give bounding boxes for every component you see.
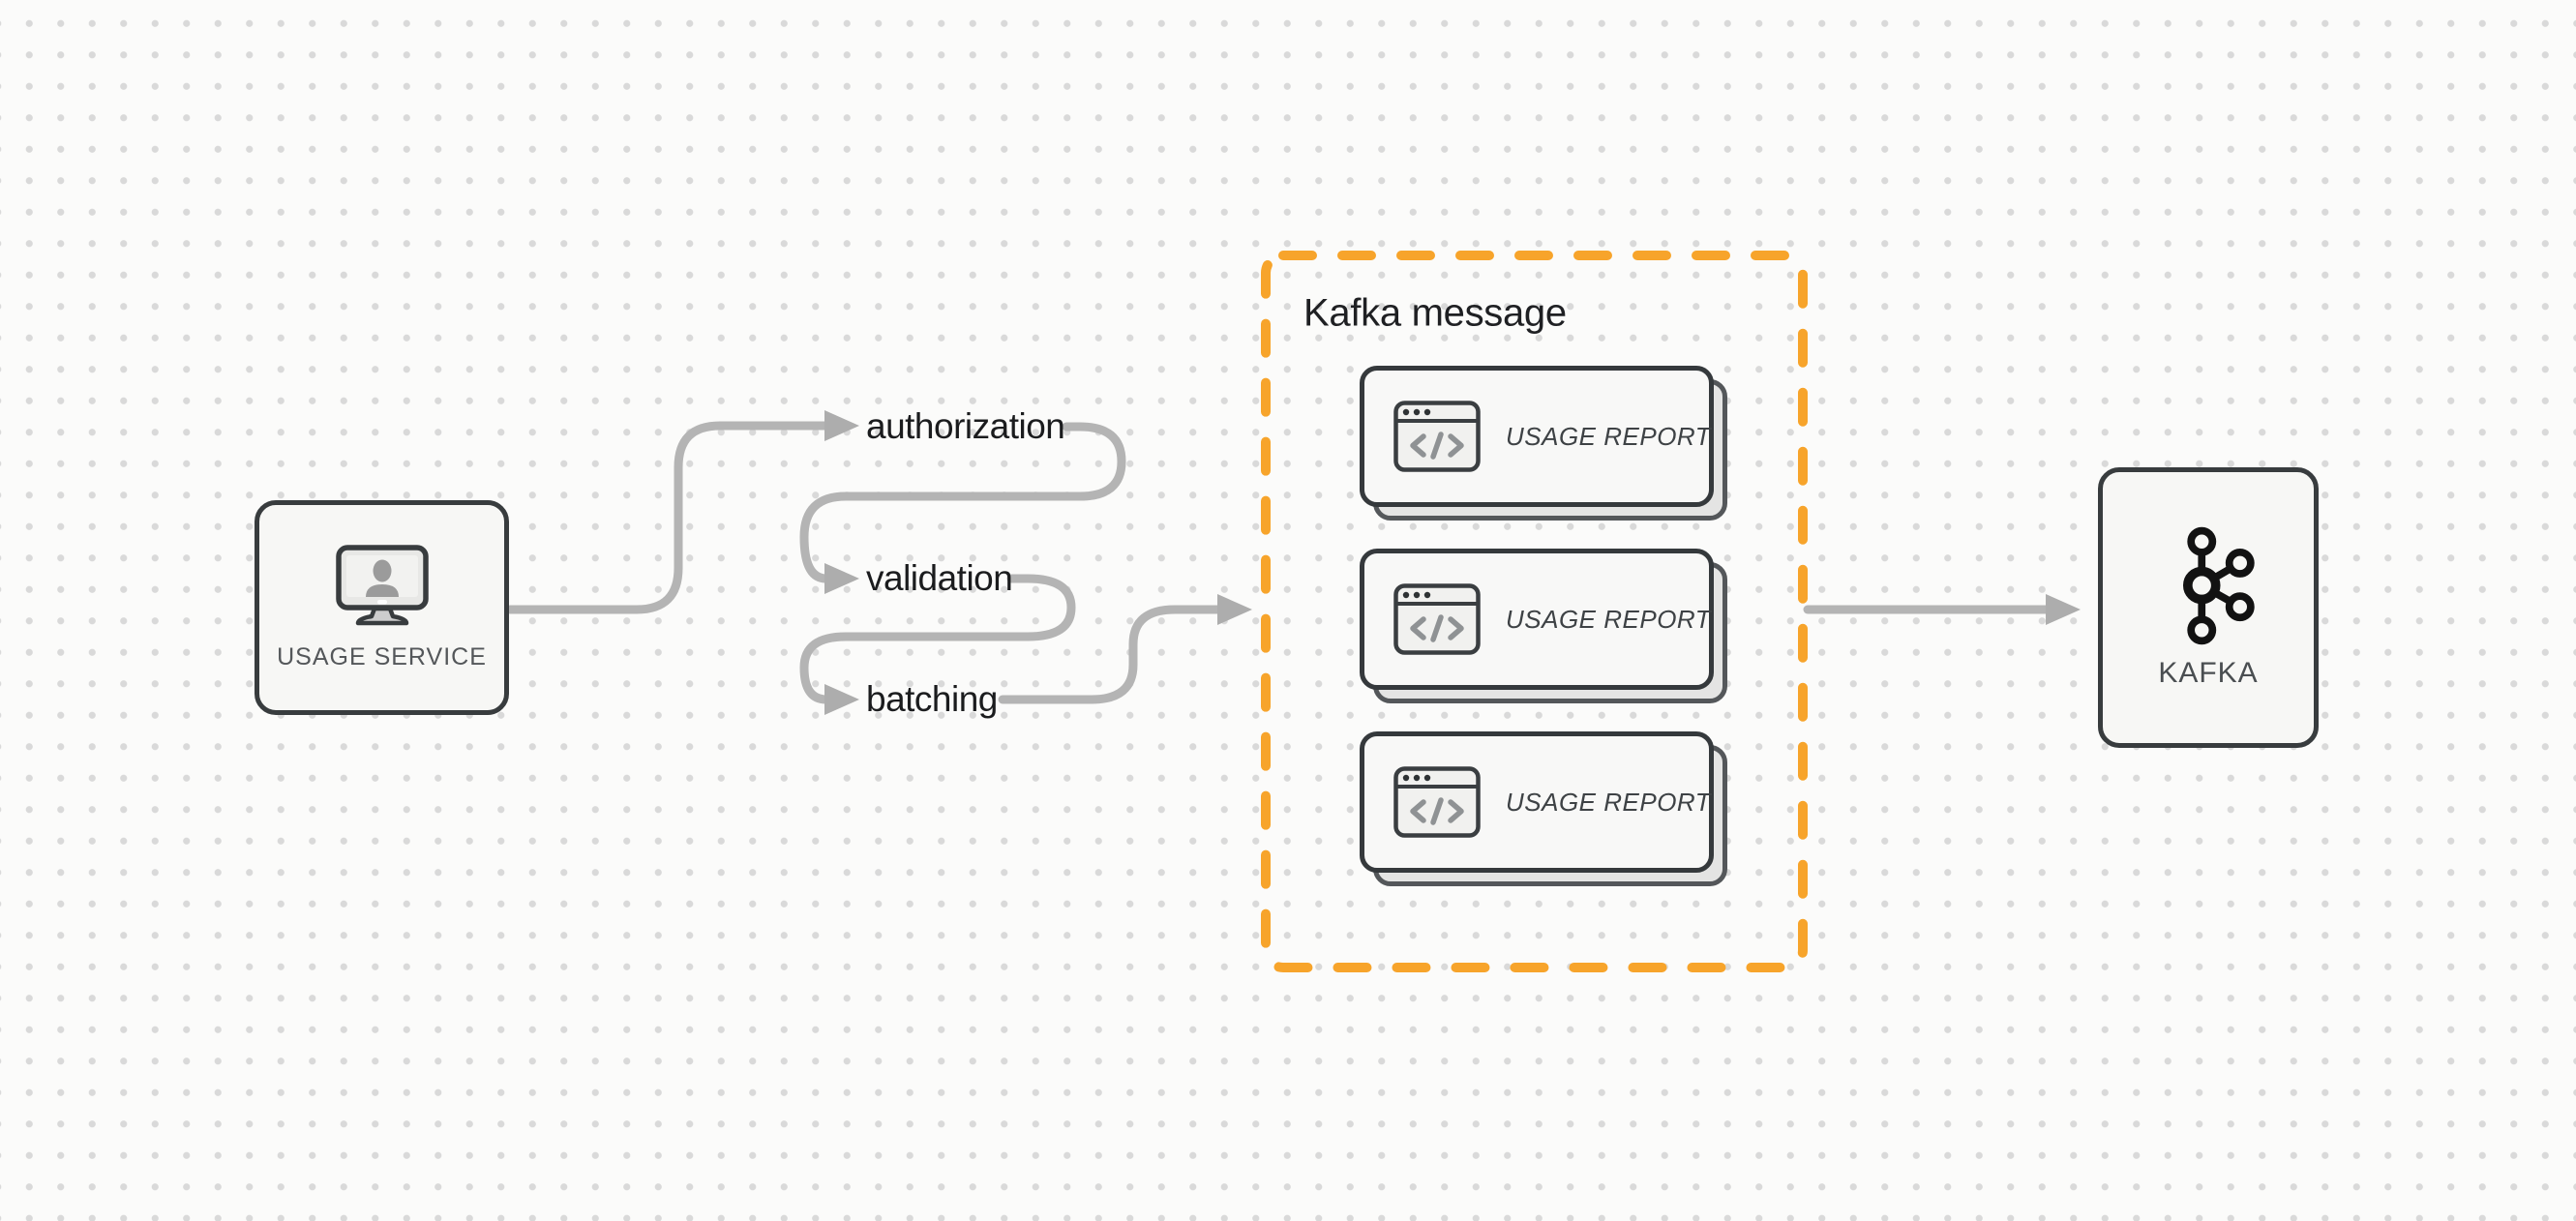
usage-report-label: USAGE REPORT bbox=[1506, 787, 1712, 817]
code-window-icon bbox=[1393, 583, 1481, 655]
kafka-label: KAFKA bbox=[2158, 657, 2259, 689]
usage-report-card: USAGE REPORT bbox=[1360, 366, 1727, 521]
usage-report-card: USAGE REPORT bbox=[1360, 731, 1727, 886]
code-window-icon bbox=[1393, 766, 1481, 838]
kafka-node: KAFKA bbox=[2098, 467, 2319, 748]
kafka-logo-icon bbox=[2182, 526, 2255, 645]
arrowhead bbox=[824, 563, 859, 594]
step-label-batching: batching bbox=[866, 679, 998, 719]
arrowhead bbox=[824, 684, 859, 715]
usage-report-label: USAGE REPORT bbox=[1506, 421, 1712, 451]
arrow-usage-service-to-authorization bbox=[505, 421, 829, 614]
arrow-validation-to-batching bbox=[799, 574, 1076, 704]
arrow-batching-to-kafka-message bbox=[998, 605, 1222, 704]
usage-service-label: USAGE SERVICE bbox=[277, 642, 487, 670]
user-silhouette bbox=[365, 559, 399, 597]
arrowhead bbox=[824, 410, 859, 441]
kafka-message-title: Kafka message bbox=[1303, 291, 1567, 335]
arrowhead bbox=[1217, 594, 1252, 625]
step-label-authorization: authorization bbox=[866, 406, 1065, 446]
kafka-message-group: Kafka message USAGE REPORT bbox=[1261, 251, 1808, 972]
arrowhead bbox=[2046, 594, 2081, 625]
monitor-user-icon bbox=[335, 544, 429, 625]
step-label-validation: validation bbox=[866, 558, 1013, 598]
code-window-icon bbox=[1393, 401, 1481, 472]
kafka-message-group-border bbox=[1261, 251, 1808, 972]
usage-service-node: USAGE SERVICE bbox=[255, 500, 509, 715]
arrow-authorization-to-validation bbox=[799, 422, 1126, 583]
usage-report-label: USAGE REPORT bbox=[1506, 604, 1712, 634]
usage-report-card: USAGE REPORT bbox=[1360, 549, 1727, 703]
